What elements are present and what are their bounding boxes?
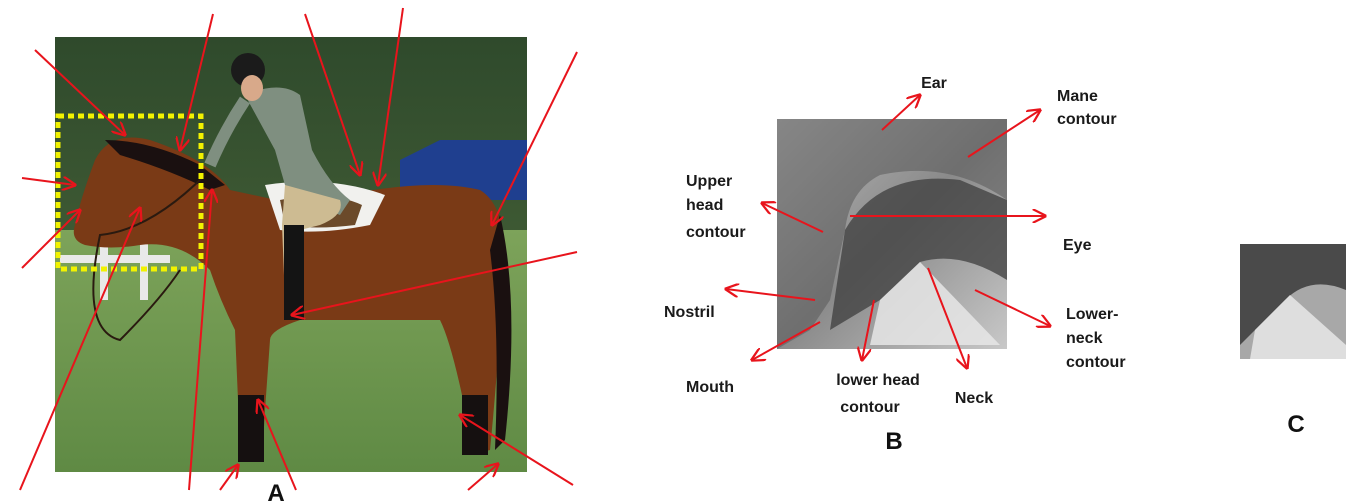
panel-c-letter: C (1287, 411, 1304, 438)
panel-a-letter: A (267, 480, 284, 503)
label-mane-line1: Mane (1057, 88, 1098, 105)
label-ear: Ear (921, 75, 947, 92)
photo-fence-rail (60, 255, 170, 263)
photo-rider-boot (284, 225, 304, 320)
label-upper-head-line3: contour (686, 224, 746, 241)
panel-a-photo (55, 37, 527, 472)
label-eye: Eye (1063, 237, 1092, 254)
label-upper-head-line2: head (686, 197, 723, 214)
label-mouth: Mouth (686, 379, 734, 396)
label-lower-head-line2: contour (840, 399, 900, 416)
label-lower-neck-line1: Lower- (1066, 306, 1118, 323)
label-upper-head-line1: Upper (686, 173, 732, 190)
panel-b-letter: B (885, 428, 902, 455)
label-mane-line2: contour (1057, 111, 1117, 128)
label-lower-neck-line3: contour (1066, 354, 1126, 371)
panel-c-image (1240, 244, 1346, 359)
label-nostril: Nostril (664, 304, 715, 321)
label-neck: Neck (955, 390, 993, 407)
photo-rider-face (241, 75, 263, 101)
label-lower-neck-line2: neck (1066, 330, 1103, 347)
label-lower-head-line1: lower head (836, 372, 920, 389)
